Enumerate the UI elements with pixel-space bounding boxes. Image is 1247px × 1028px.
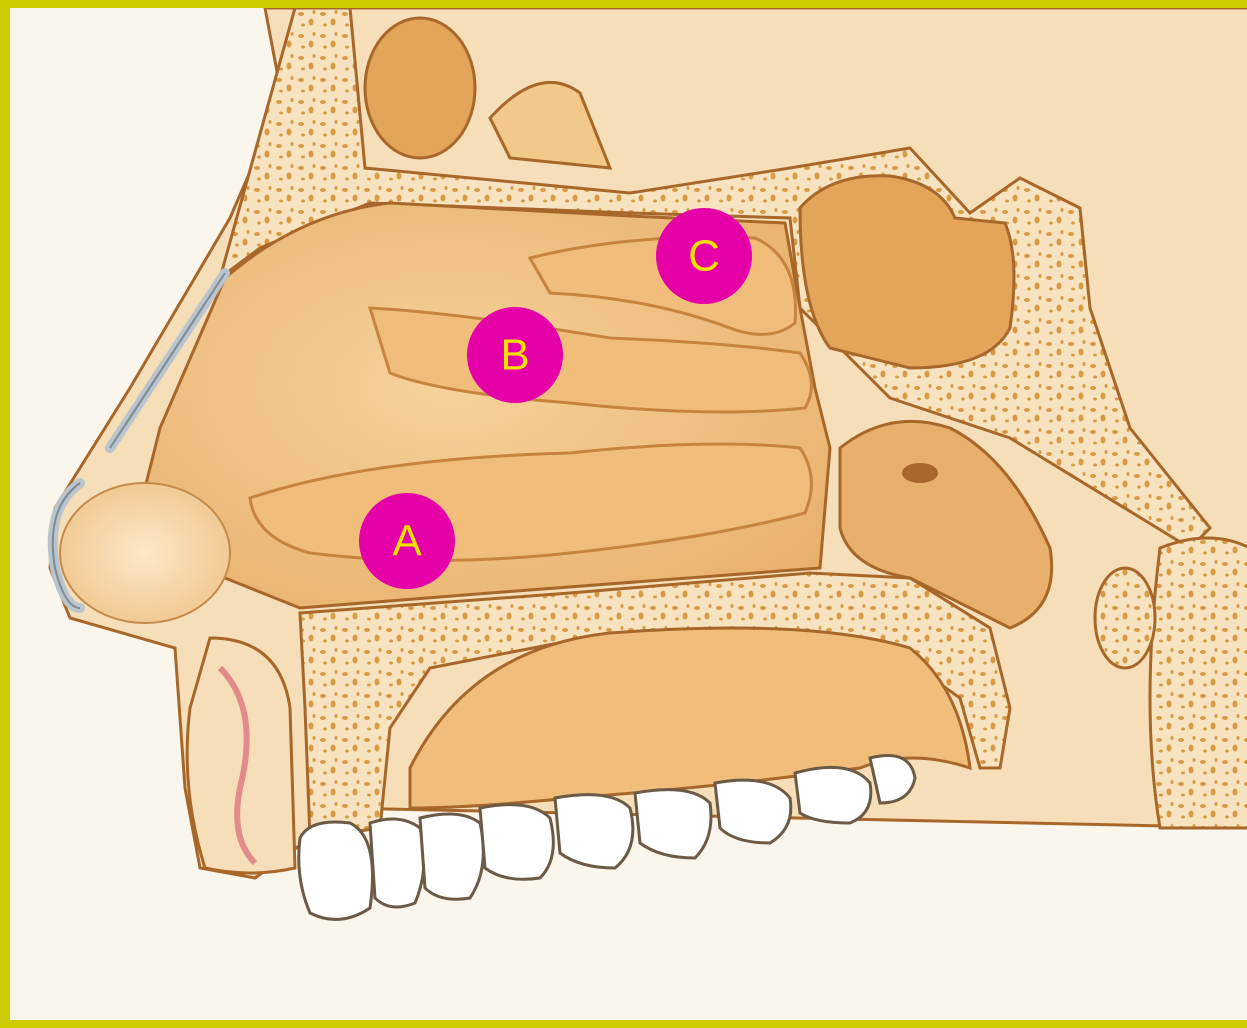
- nasal-ala: [60, 483, 230, 623]
- frontal-sinus: [365, 18, 475, 158]
- label-b-text: B: [500, 331, 529, 380]
- nasal-cavity-diagram: A B C: [10, 8, 1247, 1028]
- atlas-bone: [1095, 568, 1155, 668]
- label-marker-a: A: [359, 493, 455, 589]
- label-c-text: C: [688, 232, 720, 281]
- label-marker-c: C: [656, 208, 752, 304]
- label-marker-b: B: [467, 307, 563, 403]
- eustachian-opening: [902, 463, 938, 483]
- label-a-text: A: [392, 517, 422, 566]
- cervical-vertebrae: [1150, 538, 1247, 828]
